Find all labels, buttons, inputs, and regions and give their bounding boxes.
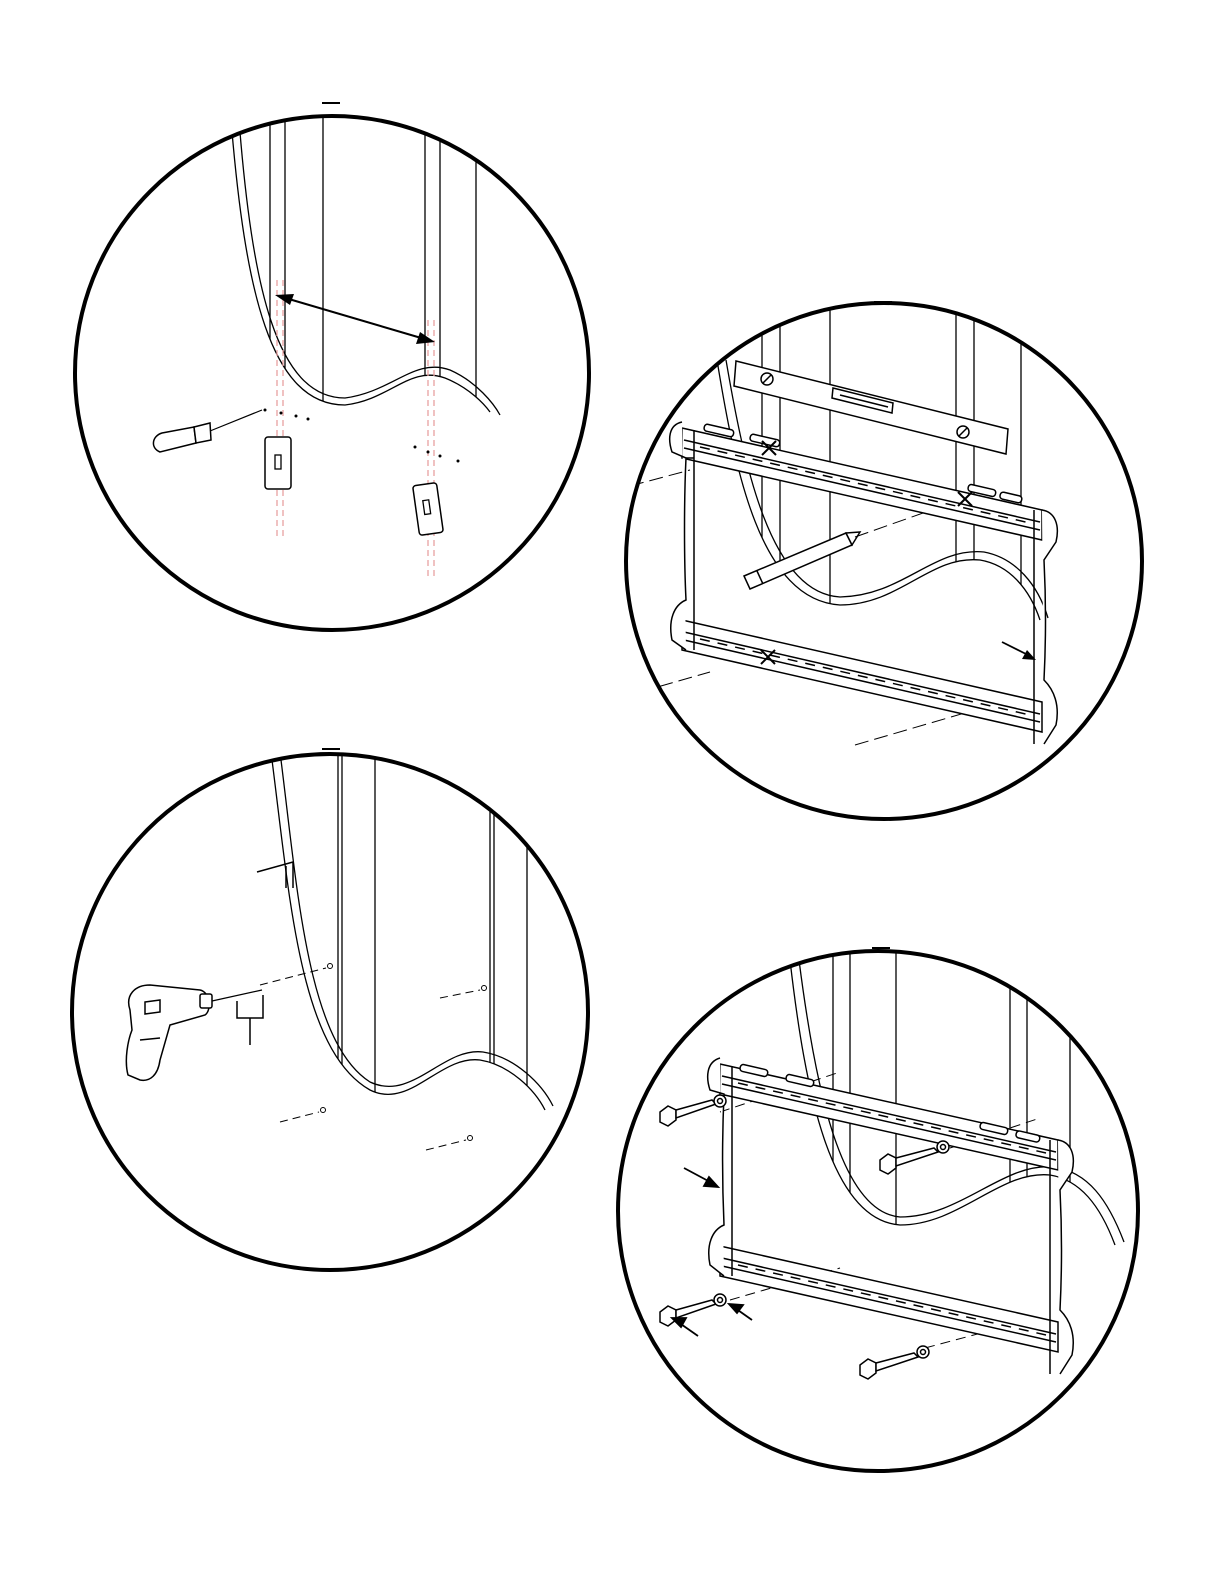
wall-cutaway — [60, 100, 600, 660]
panel-drill-pilot-holes — [60, 740, 620, 1290]
panel-level-and-mark — [600, 290, 1200, 860]
panel-locate-studs — [60, 100, 600, 660]
panel-attach-wall-plate — [600, 940, 1200, 1480]
stud-spacing-arrow — [275, 294, 435, 344]
